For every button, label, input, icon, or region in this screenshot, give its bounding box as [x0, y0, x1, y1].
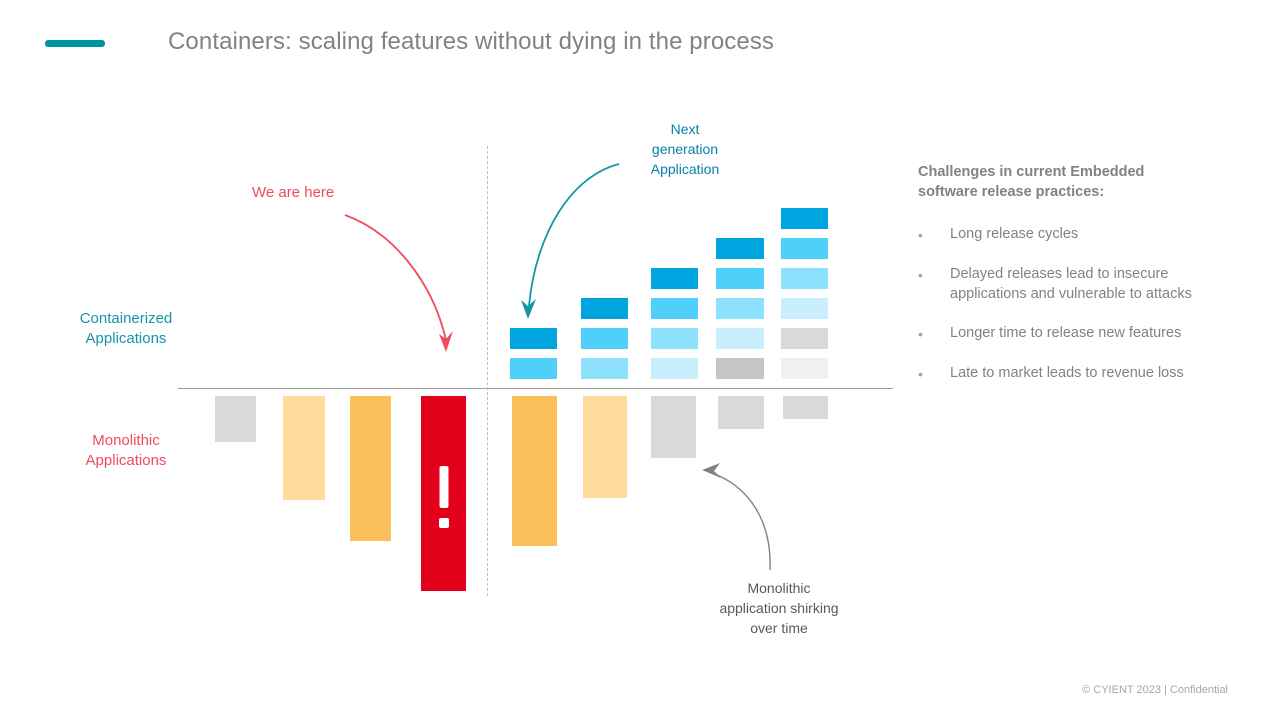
next-gen-line2: generation — [651, 141, 719, 157]
chart-area — [178, 146, 893, 596]
exclamation-icon — [439, 466, 448, 508]
container-block — [581, 328, 628, 349]
container-block — [510, 328, 557, 349]
container-block — [716, 328, 764, 349]
monolithic-bar — [783, 396, 828, 419]
exclamation-dot-icon — [438, 518, 449, 528]
container-block — [781, 268, 828, 289]
container-block — [651, 328, 698, 349]
challenge-bullet-item: • Long release cycles — [918, 224, 1228, 245]
bullet-dot-icon: • — [918, 227, 923, 243]
container-block — [716, 298, 764, 319]
challenge-bullet-text: Longer time to release new features — [950, 325, 1182, 341]
annotation-next-generation-application: Next generation Application — [624, 119, 746, 179]
monolithic-bar — [718, 396, 764, 429]
shirking-line1: Monolithic — [747, 580, 811, 596]
container-block — [651, 298, 698, 319]
container-block — [581, 358, 628, 379]
container-block — [781, 298, 828, 319]
challenge-bullet-text: Long release cycles — [950, 226, 1079, 242]
container-block — [581, 298, 628, 319]
label-monolithic-applications: Monolithic Applications — [36, 431, 216, 471]
monolithic-bar — [651, 396, 696, 458]
label-containerized-line1: Containerized — [79, 310, 173, 327]
container-block — [716, 358, 764, 379]
next-gen-line1: Next — [670, 121, 700, 137]
footer-copyright: © CYIENT 2023 | Confidential — [1082, 684, 1228, 696]
annotation-we-are-here: We are here — [252, 184, 335, 201]
label-monolithic-line2: Applications — [85, 452, 167, 469]
bullet-dot-icon: • — [918, 326, 923, 342]
challenge-bullet-item: • Delayed releases lead to insecure appli… — [918, 264, 1228, 304]
challenge-bullet-item: • Longer time to release new features — [918, 323, 1228, 344]
alert-bar — [421, 396, 466, 591]
shirking-line2: application shirking — [719, 600, 839, 616]
label-containerized-line2: Applications — [85, 330, 167, 347]
challenge-bullet-item: • Late to market leads to revenue loss — [918, 363, 1228, 384]
container-block — [651, 268, 698, 289]
annotation-monolithic-shirking: Monolithic application shirking over tim… — [679, 578, 879, 638]
shirking-line3: over time — [750, 620, 808, 636]
challenges-heading-line1: Challenges in current Embedded — [918, 164, 1145, 180]
timeline-divider — [487, 146, 488, 596]
challenge-bullet-text: Late to market leads to revenue loss — [950, 365, 1184, 381]
next-gen-line3: Application — [650, 161, 720, 177]
challenges-bullet-list: • Long release cycles • Delayed releases le… — [918, 224, 1228, 384]
chart-baseline-axis — [178, 388, 893, 389]
container-block — [781, 328, 828, 349]
title-accent-bar — [45, 40, 105, 47]
container-block — [781, 358, 828, 379]
page-title: Containers: scaling features without dyi… — [168, 28, 775, 55]
challenges-heading: Challenges in current Embedded software … — [918, 162, 1228, 202]
challenge-bullet-text: Delayed releases lead to insecure applic… — [950, 266, 1192, 302]
monolithic-bar — [215, 396, 256, 442]
monolithic-bar — [583, 396, 627, 498]
container-block — [510, 358, 557, 379]
container-block — [651, 358, 698, 379]
container-block — [781, 238, 828, 259]
bullet-dot-icon: • — [918, 366, 923, 382]
monolithic-bar — [512, 396, 557, 546]
container-block — [781, 208, 828, 229]
monolithic-bar — [283, 396, 325, 500]
container-block — [716, 268, 764, 289]
label-monolithic-line1: Monolithic — [92, 432, 160, 449]
bullet-dot-icon: • — [918, 267, 923, 283]
challenges-heading-line2: software release practices: — [918, 184, 1105, 200]
label-containerized-applications: Containerized Applications — [36, 309, 216, 349]
monolithic-bar — [350, 396, 391, 541]
container-block — [716, 238, 764, 259]
challenges-panel: Challenges in current Embedded software … — [918, 162, 1228, 403]
